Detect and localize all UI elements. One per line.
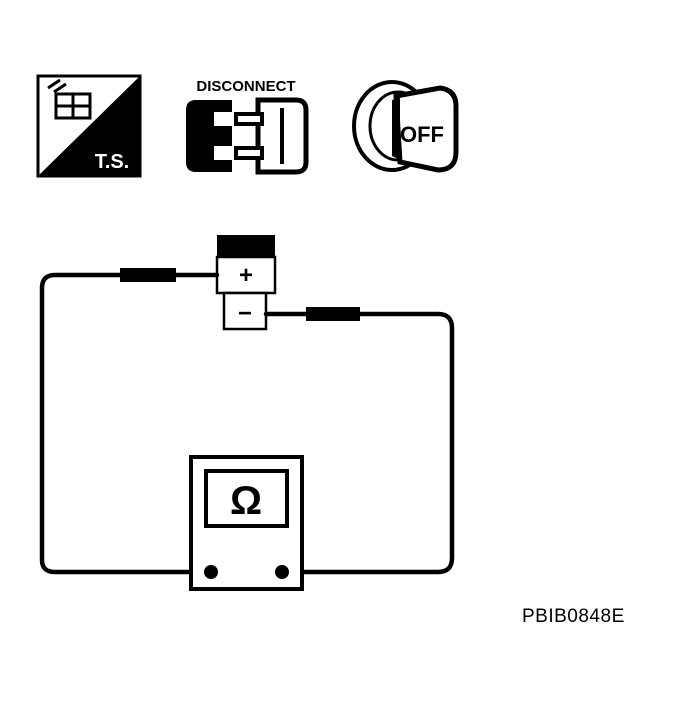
connector-box-icon: [47, 78, 92, 120]
wire-right: [263, 311, 455, 575]
meter-terminal-left: [204, 565, 218, 579]
ts-label: T.S.: [95, 151, 129, 173]
figure-code: PBIB0848E: [522, 606, 625, 627]
key-icon: [393, 85, 459, 173]
wires: [39, 272, 455, 575]
wire-connector-right: [306, 307, 360, 321]
wire-left: [39, 272, 220, 575]
ohm-symbol: Ω: [230, 479, 262, 523]
battery-plus-sign: +: [239, 262, 253, 289]
disconnect-icon: DISCONNECT: [186, 78, 309, 175]
meter-terminal-right: [275, 565, 289, 579]
ts-icon: T.S.: [36, 74, 142, 178]
disconnect-label: DISCONNECT: [196, 78, 295, 95]
ohmmeter: Ω: [189, 455, 304, 591]
plug-left-icon: [186, 100, 232, 172]
ignition-off-icon: OFF: [352, 80, 459, 173]
wire-connector-left: [120, 268, 176, 282]
battery-minus-sign: −: [238, 300, 252, 327]
off-label: OFF: [400, 122, 444, 147]
